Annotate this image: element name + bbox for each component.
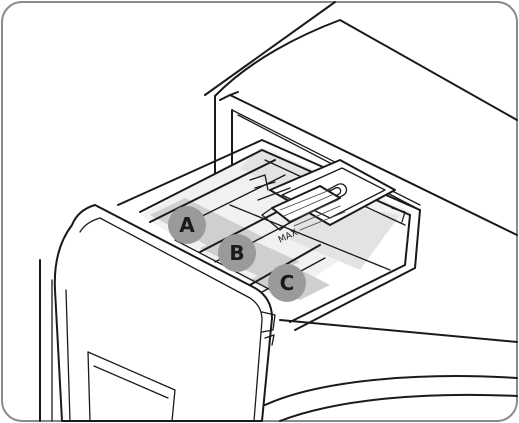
- compartment-label-a: A: [179, 213, 195, 237]
- compartment-marker-a: A: [168, 206, 206, 244]
- machine-body: [39, 1, 518, 422]
- compartment-label-c: C: [280, 271, 295, 295]
- compartment-marker-b: B: [218, 234, 256, 272]
- compartment-marker-c: C: [268, 264, 306, 302]
- compartment-label-b: B: [229, 241, 244, 265]
- drawer-front-panel: [53, 204, 276, 422]
